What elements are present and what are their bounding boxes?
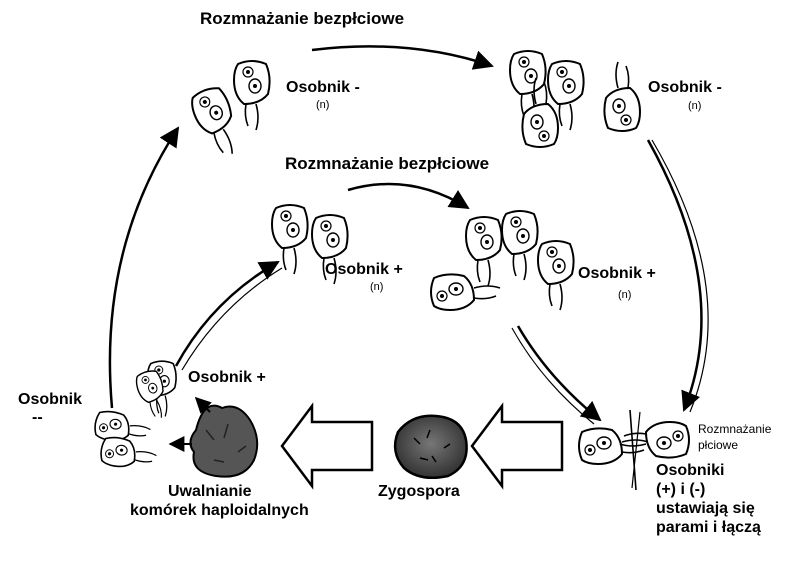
cells-minus-top-left [186, 60, 271, 163]
minus-left-label: Osobnik - [286, 79, 360, 96]
plus-center-label: Osobnik + [325, 261, 403, 278]
cells-pairing [578, 409, 690, 491]
zygospore-shape [393, 414, 468, 479]
pairing-label-line2: (+) i (-) [656, 481, 706, 498]
sexual-label-line1: Rozmnażanie [698, 422, 772, 436]
minus-right-ploidy: (n) [688, 100, 702, 112]
cells-plus-right [430, 210, 575, 311]
minus-right-label: Osobnik - [648, 79, 722, 96]
minus-bottom-label: Osobnik [18, 391, 83, 408]
minus-bottom-mark: -- [32, 409, 43, 426]
plus-right-ploidy: (n) [618, 289, 632, 301]
plus-center-ploidy: (n) [370, 281, 384, 293]
release-label-line1: Uwalnianie [168, 483, 252, 500]
top-asexual-label: Rozmnażanie bezpłciowe [200, 9, 405, 28]
cells-plus-bottom [133, 360, 177, 423]
hollow-arrow-2 [470, 402, 564, 490]
haploid-mass [189, 404, 259, 478]
cells-minus-bottom [92, 408, 160, 474]
zygospore-label: Zygospora [378, 483, 460, 500]
hollow-arrow-1 [280, 402, 374, 490]
release-label-line2: komórek haploidalnych [130, 502, 309, 519]
mid-asexual-label: Rozmnażanie bezpłciowe [285, 154, 490, 173]
plus-bottom-label: Osobnik + [188, 369, 266, 386]
minus-left-ploidy: (n) [316, 99, 330, 111]
sexual-label-line2: płciowe [698, 438, 739, 452]
cells-minus-top-right [509, 50, 641, 148]
pairing-label-line1: Osobniki [656, 462, 725, 479]
plus-right-label: Osobnik + [578, 265, 656, 282]
pairing-label-line3: ustawiają się [656, 500, 755, 517]
pairing-label-line4: parami i łączą [656, 519, 761, 536]
